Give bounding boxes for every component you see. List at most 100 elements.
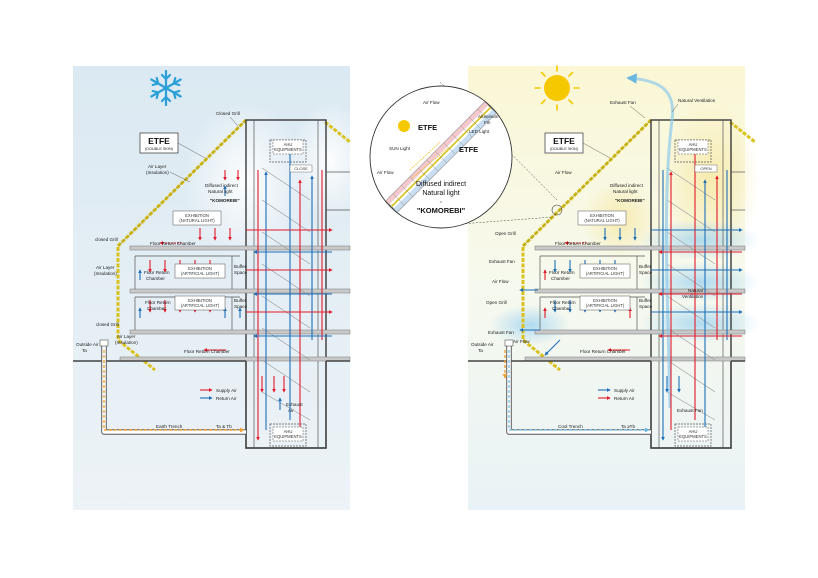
magnifier-equals: = — [440, 199, 443, 204]
summer-komorebi: "KOMOREBI" — [615, 198, 645, 203]
winter-exhibition-natural — [172, 210, 222, 226]
winter-floor-return-2b: Chamber — [147, 306, 166, 311]
winter-exhaust-air-1: Exhaust — [286, 402, 303, 407]
summer-floor-return-1a: Floor Return — [549, 270, 575, 275]
winter-diffused-2: Natural light — [208, 189, 233, 194]
winter-komorebi: "KOMOREBI" — [210, 198, 240, 203]
winter-air-layer-1b: (Insulation) — [146, 170, 169, 175]
magnifier-aluminum-2: Fin — [484, 120, 491, 125]
winter-ta: Ta — [82, 348, 87, 353]
winter-outside-air: Outside Air — [76, 342, 99, 347]
winter-exhaust-air-2: Air — [288, 408, 294, 413]
summer-air-flow-1: Air Flow — [555, 170, 572, 175]
summer-floor-return-1b: Chamber — [551, 276, 570, 281]
summer-buffer-2a: Buffer — [639, 298, 652, 303]
winter-ahu-top-line1: AHU — [284, 142, 293, 147]
summer-exhibition-natural-line2: (NATURAL LIGHT) — [584, 218, 620, 223]
winter-air-layer-3: Air Layer — [117, 334, 136, 339]
winter-floor-return-2a: Floor Return — [145, 300, 171, 305]
winter-buffer-1a: Buffer — [234, 264, 247, 269]
summer-cool-trench: Cool Trench — [558, 424, 583, 429]
magnifier-etfe-2: ETFE — [459, 145, 478, 154]
summer-legend-supply: Supply Air — [614, 388, 635, 393]
summer-etfe-sub: (DOUBLE SKIN) — [550, 147, 579, 151]
magnifier-aluminum-1: Aluminum — [478, 114, 499, 119]
winter-buffer-2b: Space — [234, 304, 247, 309]
snowflake-icon — [150, 69, 182, 107]
magnifier-komorebi: "KOMOREBI" — [417, 206, 466, 215]
winter-floor-return-top: Floor Return Chamber — [150, 241, 196, 246]
winter-closed-grill-low: closed Grill — [96, 322, 119, 327]
summer-diffused-1: Diffused indirect — [610, 183, 644, 188]
magnifier-diffused-1: Diffused indirect — [416, 181, 466, 188]
winter-air-layer-3b: (Insulation) — [115, 340, 138, 345]
winter-exhibition-art-2-line2: (ARTIFICIAL LIGHT) — [181, 303, 220, 308]
winter-ahu-bottom-line2: EQUIPMENTS — [274, 434, 302, 439]
winter-legend-return: Return Air — [216, 396, 237, 401]
summer-open-label: OPEN — [700, 166, 711, 171]
summer-exhibition-art-1-line1: EXHIBITION — [593, 266, 617, 271]
summer-open-grill-2: Open Grill — [486, 300, 507, 305]
summer-outside-air: Outside Air — [471, 342, 494, 347]
summer-exhibition-art-2-line2: (ARTIFICIAL LIGHT) — [586, 303, 625, 308]
winter-etfe-label: ETFE — [148, 136, 170, 146]
summer-floor-return-bottom: Floor Return Chamber — [580, 349, 626, 354]
summer-etfe-label: ETFE — [553, 136, 575, 146]
magnifier-sun-light: SUN Light — [389, 146, 411, 151]
summer-floor-return-2b: Chamber — [552, 306, 571, 311]
winter-closed-grill-mid: closed Grill — [95, 237, 118, 242]
magnifier-led-light: LED Light — [469, 129, 490, 134]
summer-ta: Ta — [478, 348, 483, 353]
winter-etfe-sub: (DOUBLE SKIN) — [145, 147, 174, 151]
summer-exhaust-fan-mid: Exhaust Fan — [489, 259, 515, 264]
summer-ahu-top-line1: AHU — [689, 142, 698, 147]
winter-floor-return-1a: Floor Return — [144, 270, 170, 275]
winter-legend: Supply Air Return Air — [200, 388, 237, 401]
summer-ahu-bottom-line1: AHU — [689, 429, 698, 434]
winter-air-layer-2b: (Insulation) — [94, 271, 117, 276]
summer-open-grill-1: Open Grill — [495, 231, 516, 236]
summer-buffer-1a: Buffer — [639, 264, 652, 269]
winter-panel: AHU EQUIPMENTS CLOSE EXHIBITION (NATURAL… — [73, 66, 370, 510]
summer-legend: Supply Air Return Air — [598, 388, 635, 401]
magnifier-air-flow-2: Air Flow — [377, 170, 394, 175]
summer-ta-tb: Ta ≥Tb — [621, 424, 635, 429]
summer-legend-return: Return Air — [614, 396, 635, 401]
summer-exhibition-art-1-line2: (ARTIFICIAL LIGHT) — [586, 271, 625, 276]
magnifier-air-flow: Air Flow — [423, 100, 440, 105]
summer-exhibition-natural-line1: EXHIBITION — [590, 213, 614, 218]
magnifier-diffused-2: Natural light — [422, 190, 459, 197]
summer-exhaust-fan-low: Exhaust Fan — [488, 330, 514, 335]
winter-close-label: CLOSE — [294, 166, 308, 171]
winter-exhibition-art-2-line1: EXHIBITION — [188, 298, 212, 303]
magnifier-sun-icon — [398, 120, 410, 132]
winter-buffer-2a: Buffer — [234, 298, 247, 303]
winter-air-layer-2: Air Layer — [96, 265, 115, 270]
summer-ahu-bottom-line2: EQUIPMENTS — [679, 434, 707, 439]
winter-ahu-top — [272, 139, 304, 155]
summer-exhaust-fan-bottom: Exhaust Fan — [677, 408, 703, 413]
winter-exhibition-natural-line2: (NATURAL LIGHT) — [179, 218, 215, 223]
winter-closed-grill-top: Closed Grill — [216, 111, 240, 116]
winter-exhibition-art-1-line2: (ARTIFICIAL LIGHT) — [181, 271, 220, 276]
winter-floor-return-bottom: Floor Return Chamber — [184, 349, 230, 354]
winter-legend-supply: Supply Air — [216, 388, 237, 393]
summer-air-flow-2: Air Flow — [492, 279, 509, 284]
winter-buffer-1b: Space — [234, 270, 247, 275]
summer-natural-ventilation-mid-2: Ventilation — [682, 294, 704, 299]
summer-floor-return-top: Floor Return Chamber — [555, 241, 601, 246]
summer-exhibition-art-2-line1: EXHIBITION — [593, 298, 617, 303]
winter-exhibition-art-1-line1: EXHIBITION — [188, 266, 212, 271]
winter-ta-tb: Ta & Tb — [216, 424, 232, 429]
summer-natural-ventilation-mid-1: Natural — [688, 288, 703, 293]
winter-earth-trench: Earth Trench — [156, 424, 183, 429]
summer-natural-ventilation-top: Natural Ventilation — [678, 98, 716, 103]
winter-ahu-bottom-line1: AHU — [284, 429, 293, 434]
winter-air-layer-1: Air Layer — [148, 164, 167, 169]
magnifier-etfe-1: ETFE — [418, 123, 437, 132]
summer-ahu-top-line2: EQUIPMENTS — [679, 147, 707, 152]
summer-buffer-1b: Space — [639, 270, 652, 275]
summer-air-flow-3: Air Flow — [513, 339, 530, 344]
summer-panel: AHU EQUIPMENTS OPEN EXHIBITION (NATURAL … — [468, 65, 760, 510]
